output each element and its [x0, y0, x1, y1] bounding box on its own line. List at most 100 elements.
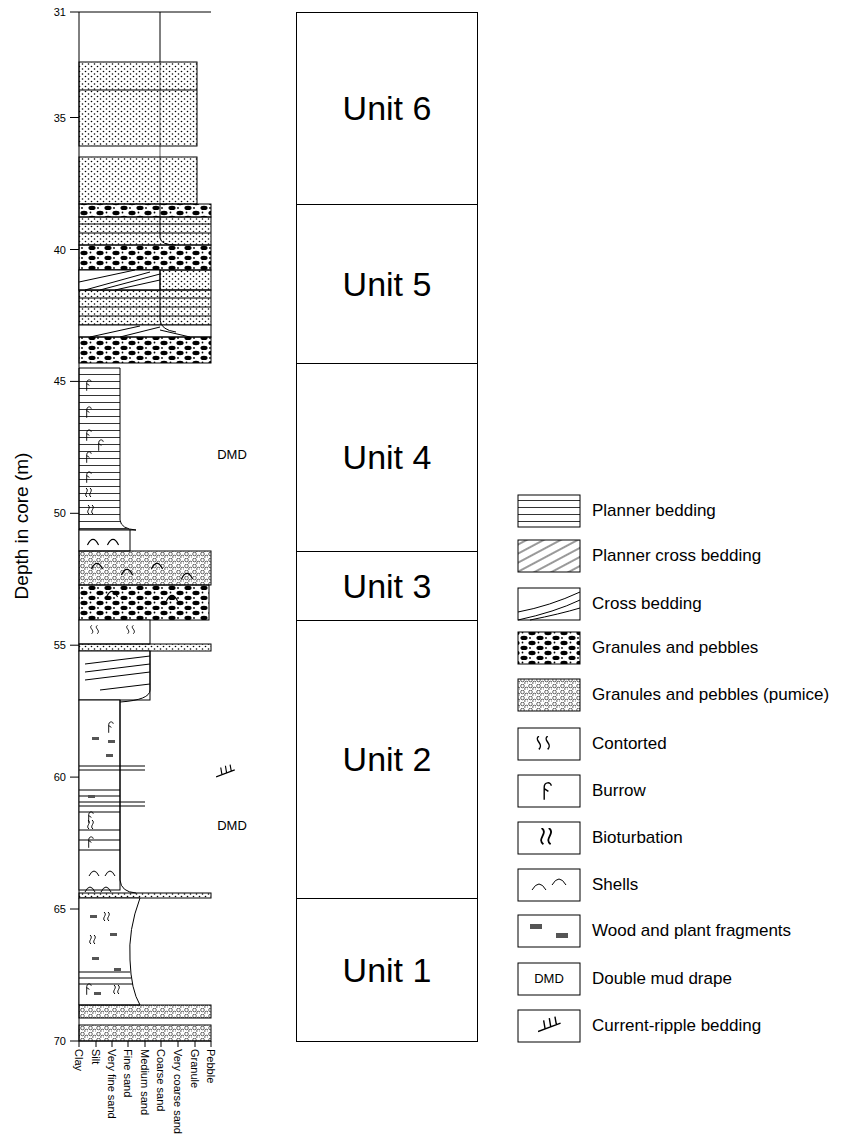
- legend-samples-part: [518, 1010, 580, 1042]
- legend-samples-part: [541, 828, 551, 844]
- legend-samples-part: [518, 963, 580, 995]
- structure-label: DMD: [217, 819, 247, 834]
- structure-label: DMD: [217, 448, 247, 463]
- unit-2-beds-part: [92, 737, 99, 740]
- legend-samples-part: [518, 915, 580, 947]
- unit-2-beds-part: [79, 766, 145, 767]
- unit-2-beds-part: [89, 871, 99, 876]
- grain-size-label: Coarse sand: [154, 1049, 167, 1111]
- legend-samples-part: [538, 1017, 561, 1032]
- unit-6-beds-part: [160, 62, 161, 204]
- unit-2-beds-part: [79, 644, 211, 651]
- legend-text: Shells: [592, 875, 638, 894]
- unit-3-beds-part: [79, 585, 209, 620]
- unit-2-beds-part: [79, 620, 150, 644]
- legend-samples-part: [518, 540, 580, 572]
- legend-samples: [3, 0, 580, 1042]
- depth-axis: [70, 12, 211, 1041]
- legend-entry: Planner bedding: [592, 501, 716, 521]
- unit-box: Unit 4: [296, 363, 478, 552]
- legend-samples-part: [518, 632, 580, 664]
- legend-text: Granules and pebbles: [592, 638, 758, 657]
- unit-3-beds-part: [151, 563, 162, 569]
- depth-tick-label: 60: [54, 771, 66, 784]
- legend-samples-part: [518, 869, 580, 901]
- grain-size-label: Clay: [72, 1049, 85, 1071]
- legend-samples-part: [518, 728, 580, 760]
- legend-text: Burrow: [592, 781, 646, 800]
- unit-1-beds-part: [79, 898, 140, 1005]
- unit-6-beds: [79, 12, 197, 204]
- legend-samples-part: [518, 822, 580, 854]
- unit-4-beds-part: [79, 368, 136, 530]
- unit-5-beds-part: [160, 204, 176, 245]
- unit-5-beds-part: [79, 325, 211, 337]
- grain-size-label: Very coarse sand: [171, 1049, 184, 1134]
- legend-text: Current-ripple bedding: [592, 1016, 761, 1035]
- unit-2-beds-part: [127, 625, 135, 633]
- unit-3-beds-part: [166, 595, 177, 601]
- legend-text: Planner bedding: [592, 501, 716, 520]
- legend-entry: Current-ripple bedding: [592, 1016, 761, 1036]
- depth-axis-part: [70, 513, 79, 514]
- unit-1-beds-part: [79, 972, 130, 973]
- unit-1-beds-part: [114, 968, 121, 971]
- unit-3-beds-part: [121, 569, 132, 575]
- unit-box: Unit 6: [296, 12, 478, 205]
- unit-4-beds-part: [107, 539, 118, 545]
- unit-2-beds-part: [79, 812, 120, 813]
- unit-2-beds-part: [79, 790, 120, 791]
- grain-size-label: Silt: [89, 1049, 102, 1064]
- grain-size-label: Very fine sand: [105, 1049, 118, 1119]
- unit-5-beds-part: [79, 224, 211, 225]
- depth-tick-label: 55: [54, 639, 66, 652]
- depth-axis-part: [70, 645, 79, 646]
- depth-axis-part: [70, 249, 79, 250]
- unit-1-beds-part: [92, 957, 99, 960]
- unit-2-beds-part: [89, 837, 94, 848]
- depth-tick-label: 45: [54, 375, 66, 388]
- unit-4-beds-part: [87, 452, 92, 463]
- legend-text: Granules and pebbles (pumice): [592, 685, 829, 704]
- grain-size-ticks-part: [211, 1041, 212, 1047]
- unit-5-beds-part: [79, 245, 211, 270]
- unit-6-beds-part: [79, 157, 197, 204]
- unit-1-beds-part: [114, 985, 120, 994]
- unit-2-beds-part: [88, 820, 94, 829]
- legend-samples-part: [518, 588, 580, 620]
- unit-1-beds-part: [90, 935, 96, 944]
- unit-3-beds: [79, 551, 211, 620]
- depth-axis-part: [70, 777, 79, 778]
- axis-title: Depth in core (m): [11, 453, 33, 600]
- legend-text: Bioturbation: [592, 828, 683, 847]
- unit-2-beds-part: [79, 700, 120, 890]
- legend-entry: Cross bedding: [592, 594, 702, 614]
- unit-2-beds-part: [79, 770, 145, 771]
- legend-entry: Shells: [592, 875, 638, 895]
- unit-1-beds-part: [104, 912, 110, 921]
- grain-size-ticks-part: [195, 1041, 196, 1047]
- unit-1-beds-part: [94, 992, 101, 995]
- unit-label: Unit 5: [343, 265, 432, 304]
- unit-2-beds-part: [88, 795, 95, 798]
- unit-label: Unit 2: [343, 740, 432, 779]
- unit-5-beds-part: [160, 270, 176, 332]
- legend-samples-part: [537, 736, 549, 749]
- unit-box: Unit 1: [296, 898, 478, 1042]
- grain-size-ticks-part: [128, 1041, 129, 1047]
- legend-text: Contorted: [592, 734, 667, 753]
- legend-entry: Planner cross bedding: [592, 546, 761, 566]
- unit-label: Unit 3: [343, 567, 432, 606]
- unit-5-beds-part: [79, 233, 211, 234]
- unit-1-beds: [79, 898, 211, 1041]
- legend-text: Double mud drape: [592, 969, 732, 988]
- unit-4-beds-part: [87, 430, 92, 441]
- unit-4-beds-part: [99, 440, 104, 451]
- unit-5-beds-part: [79, 270, 211, 290]
- unit-label: Unit 1: [343, 951, 432, 990]
- unit-2-beds-part: [91, 625, 99, 633]
- unit-6-beds-part: [79, 90, 197, 91]
- unit-2-beds-part: [79, 806, 145, 807]
- unit-2-beds-part: [79, 802, 145, 803]
